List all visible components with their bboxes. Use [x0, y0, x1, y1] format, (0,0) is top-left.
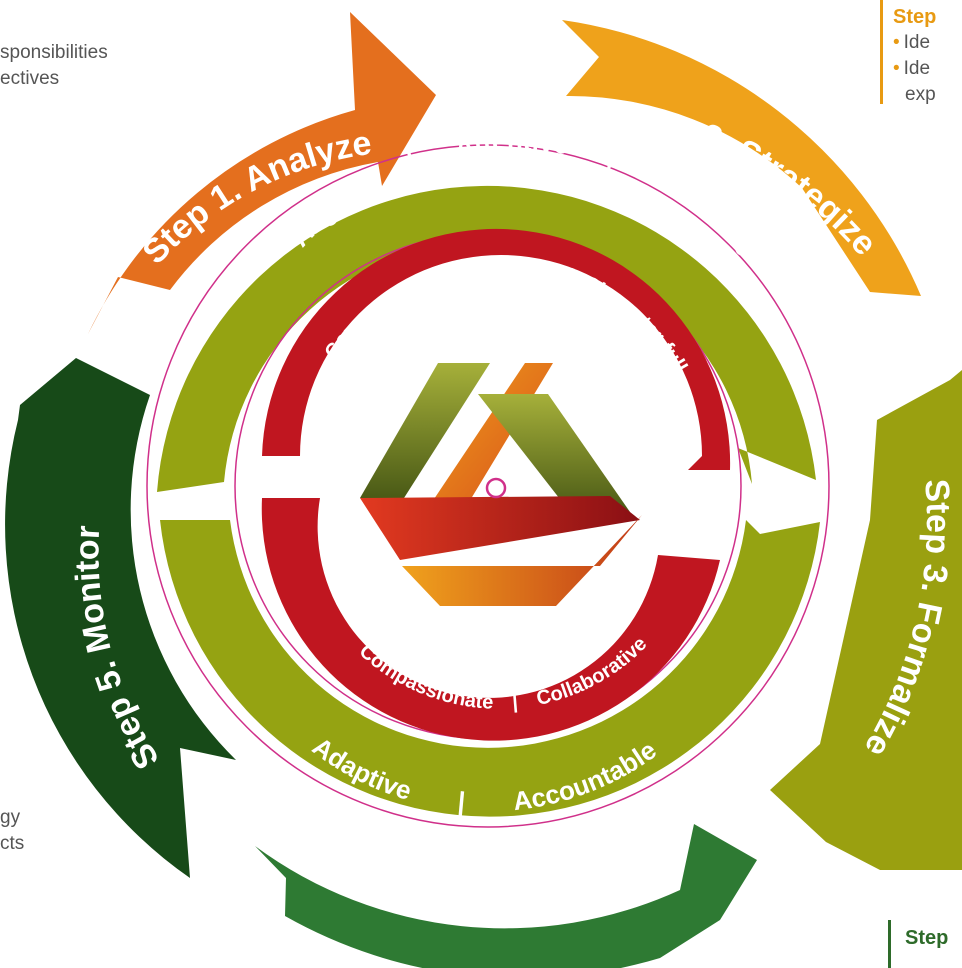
triangle-band-olive-right — [478, 394, 630, 512]
left-top-text: sponsibilities ectives — [0, 40, 108, 92]
triangle-band-orange-bottom — [402, 515, 642, 606]
bullet-icon: • — [893, 58, 900, 79]
left-top-line-1: sponsibilities — [0, 42, 108, 63]
triangle-logo — [360, 363, 642, 606]
step-3-arrow — [770, 370, 962, 870]
right-top-line-1: Ide — [903, 32, 931, 53]
bullet-icon: • — [893, 32, 900, 53]
separator: | — [564, 265, 577, 288]
step-4-arrow — [255, 824, 757, 968]
right-bottom-panel-text: Step — [905, 925, 948, 951]
left-top-line-2: ectives — [0, 68, 60, 89]
word-attentive: Attentive — [452, 126, 571, 162]
green-ring-top — [157, 185, 816, 492]
separator: | — [403, 146, 421, 177]
right-top-panel — [880, 0, 962, 104]
word-competent: Competent — [447, 253, 559, 282]
right-bottom-panel-title: Step — [905, 927, 949, 949]
step-2-arrow — [562, 20, 921, 296]
left-bottom-line-1: gy — [0, 807, 21, 828]
green-ring-bottom — [160, 520, 820, 817]
right-top-line-2: Ide — [903, 58, 931, 79]
right-top-panel-title: Step — [893, 6, 937, 28]
red-ring-top — [262, 228, 731, 470]
red-ring-bottom — [261, 498, 720, 741]
step-1-arrow — [88, 12, 436, 334]
pink-outer-circle — [146, 144, 830, 828]
separator: | — [457, 786, 467, 817]
left-bottom-text: gy cts — [0, 805, 24, 857]
separator: | — [604, 141, 621, 172]
triangle-band-olive-left — [360, 363, 490, 498]
separator: | — [511, 691, 518, 713]
right-bottom-panel — [888, 920, 962, 968]
center-ring-icon — [485, 477, 507, 499]
left-bottom-line-2: cts — [0, 833, 25, 854]
separator: | — [429, 264, 441, 287]
right-top-line-3: exp — [905, 84, 936, 105]
triangle-band-red-mid — [360, 496, 640, 560]
step-5-arrow — [5, 358, 237, 878]
right-top-panel-text: Step •Ide •Ide exp — [893, 4, 936, 108]
